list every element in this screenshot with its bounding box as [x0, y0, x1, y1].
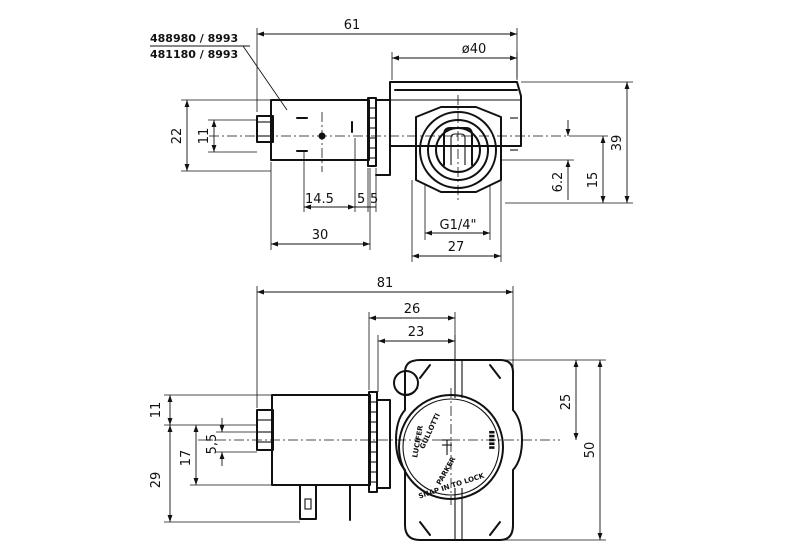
dim-22-label: 22	[170, 128, 185, 145]
dim-17-label: 17	[179, 450, 194, 467]
plug-nut-bottom	[256, 409, 274, 451]
dim-5-5: 5,5	[205, 418, 257, 466]
part-number-2: 481180 / 8993	[150, 48, 238, 61]
dim-50: 50	[500, 359, 606, 541]
dim-39: 39	[505, 81, 633, 204]
plug-nut-top	[256, 115, 274, 143]
dim-14-5-label: 14.5	[305, 192, 334, 207]
knob-detail	[395, 387, 419, 396]
body-outline-bottom	[395, 359, 523, 541]
dim-11-bottom-label: 11	[149, 402, 164, 419]
body-chamfer	[419, 521, 501, 536]
dim-81: 81	[256, 276, 514, 408]
dim-26-label: 26	[404, 302, 421, 317]
bottom-view: LUCIFER GULLOTTI PARKER SNAP IN TO LOCK …	[149, 276, 606, 541]
dim-30-label: 30	[312, 228, 329, 243]
dim-23-label: 23	[408, 325, 425, 340]
dim-17: 17	[179, 425, 272, 486]
dim-5b-label: 5	[370, 192, 378, 207]
dim-14-5: 14.5 5 5	[303, 138, 378, 212]
dim-5a-label: 5	[357, 192, 365, 207]
dim-40-label: ø40	[462, 42, 487, 57]
coil-flange-top	[367, 97, 377, 167]
label-disc-inner	[402, 398, 500, 496]
dim-25-label: 25	[559, 394, 574, 411]
body-chamfer	[419, 364, 501, 379]
dim-6-2: 6.2	[500, 120, 574, 200]
neck-bottom	[376, 399, 391, 489]
dim-thread: G1/4"	[424, 185, 491, 240]
coil-bottom	[256, 391, 391, 521]
coil-top	[256, 97, 377, 167]
disc-text-snap: SNAP IN TO LOCK	[417, 472, 485, 501]
dim-40: ø40	[391, 42, 518, 80]
dim-11-top: 11	[197, 119, 257, 153]
dim-5-5-label: 5,5	[205, 434, 220, 455]
terminal-tab	[299, 484, 317, 520]
dim-27-label: 27	[448, 240, 465, 255]
top-view: 488980 / 8993 481180 / 8993	[150, 18, 633, 262]
dim-22: 22	[170, 99, 271, 172]
part-number-callout: 488980 / 8993 481180 / 8993	[150, 32, 288, 111]
part-number-1: 488980 / 8993	[150, 32, 238, 45]
dim-50-label: 50	[583, 442, 598, 459]
dim-11-bottom: 11	[149, 394, 272, 426]
dim-29: 29	[149, 425, 300, 523]
coil-housing-top	[270, 99, 370, 161]
dim-39-label: 39	[610, 135, 625, 152]
dim-thread-label: G1/4"	[440, 218, 477, 233]
dim-27: 27	[411, 180, 502, 262]
dim-30: 30	[270, 162, 371, 250]
dim-15-top: 15	[570, 135, 608, 203]
dim-61-label: 61	[344, 18, 361, 33]
dim-23: 23	[377, 325, 456, 392]
dim-11-top-label: 11	[197, 128, 212, 145]
dim-29-label: 29	[149, 472, 164, 489]
terminal-tab-hole	[304, 498, 312, 510]
dim-61: 61	[256, 18, 518, 112]
dim-15-label: 15	[586, 172, 601, 189]
dim-81-label: 81	[377, 276, 394, 291]
neck-top	[375, 99, 391, 176]
valve-body-top	[375, 81, 522, 193]
dim-25: 25	[500, 359, 582, 440]
dim-6-2-label: 6.2	[551, 172, 566, 193]
dim-26: 26	[368, 302, 456, 390]
